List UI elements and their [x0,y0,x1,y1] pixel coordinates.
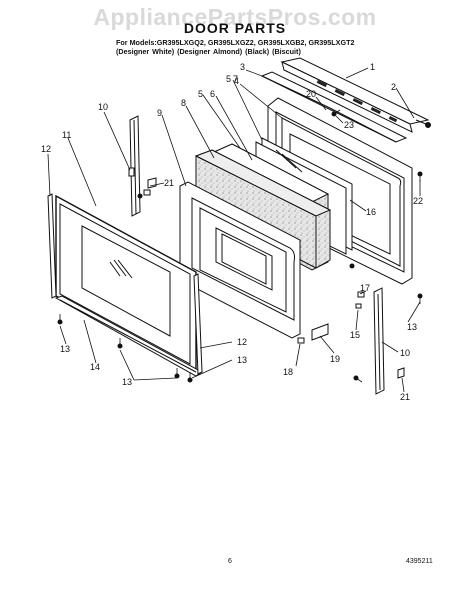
callout-8: 8 [181,98,186,108]
callout-11: 11 [62,130,71,140]
callout-2: 2 [391,82,396,92]
callout-18: 18 [283,367,293,377]
callout-1: 1 [370,62,375,72]
callout-23: 23 [344,120,354,130]
side-trim-left [47,193,57,299]
callout-21b: 21 [400,392,410,402]
leader-lines [47,67,421,393]
callout-13c: 13 [60,344,70,354]
page-number: 6 [228,558,232,565]
callout-10a: 10 [98,102,108,112]
callout-9: 9 [157,108,162,118]
outer-door-glass [55,194,197,372]
vent-channel [260,71,408,143]
callout-20: 20 [306,89,316,99]
callout-16: 16 [366,207,376,217]
callout-17: 17 [360,283,370,293]
callout-13b: 13 [237,355,247,365]
door-liner [179,181,301,339]
callout-22: 22 [413,196,423,206]
models-line: For Models:GR395LXGQ2, GR395LXGZ2, GR395… [116,38,355,47]
clip-21-right [397,367,405,379]
callout-5a: 5 [226,74,231,84]
callout-19: 19 [330,354,340,364]
hinge-channel-left [128,115,141,217]
callout-10b: 10 [400,348,410,358]
vent-trim [280,57,430,133]
callout-13a: 13 [407,322,417,332]
callout-13d: 13 [122,377,132,387]
callout-12a: 12 [41,144,51,154]
callout-12b: 12 [237,337,247,347]
callout-21a: 21 [164,178,174,188]
callout-15: 15 [350,330,360,340]
page-title: DOOR PARTS [183,20,287,36]
side-trim-right [193,273,203,375]
clip-17 [355,291,365,309]
finishes-line: (Designer White) (Designer Almond) (Blac… [116,47,301,56]
callout-3: 3 [240,62,245,72]
callout-7: 7 [233,74,238,84]
hinge-bracket [297,323,329,344]
screws [57,111,423,383]
watermark: AppliancePartsPros.com [93,4,377,30]
hinge-channel-right [373,287,385,395]
screw-2 [415,119,431,128]
callout-14: 14 [90,362,100,372]
clip-21-left [143,177,157,196]
document-number: 4395211 [406,558,433,565]
callout-6: 6 [210,89,215,99]
callout-4: 4 [234,76,239,86]
callout-5b: 5 [198,89,203,99]
